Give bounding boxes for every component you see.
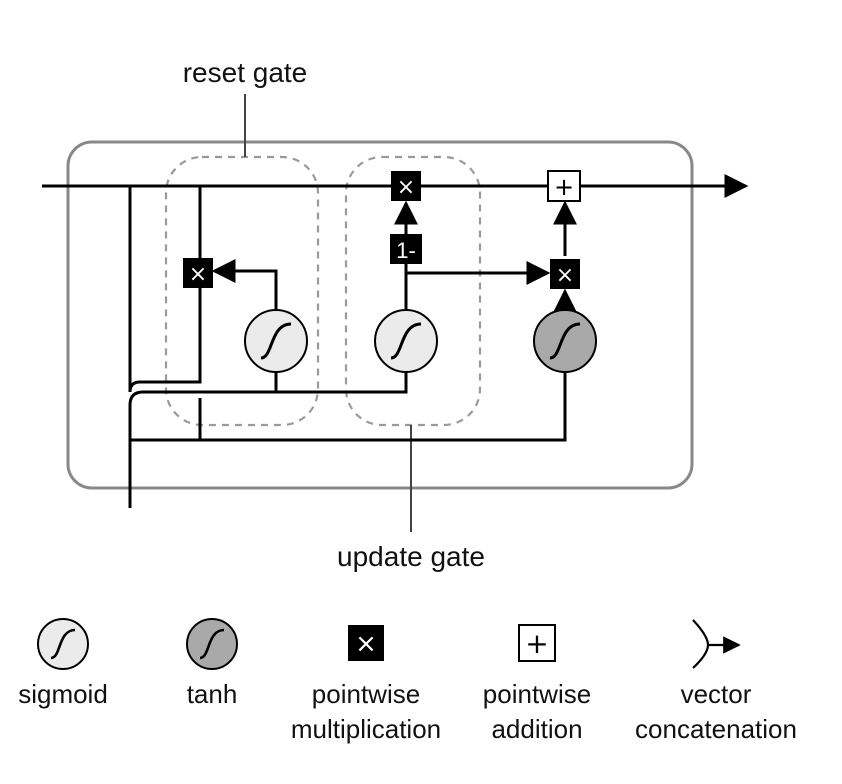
gate-branch-line xyxy=(128,186,202,393)
update-gate-outline xyxy=(344,155,482,427)
reset-to-mult xyxy=(211,259,278,309)
tanh-path xyxy=(130,372,567,442)
add-glyph: + xyxy=(525,627,548,660)
legend-addition: + pointwise addition xyxy=(483,624,591,744)
input-path xyxy=(128,372,408,508)
tanh-multiply-op: × xyxy=(550,259,580,289)
legend-concatenation: vector concatenation xyxy=(635,619,797,744)
multiply-glyph: × xyxy=(397,175,415,200)
update-sigmoid-node xyxy=(374,309,438,373)
tanh-curve-icon xyxy=(199,628,225,660)
tanh-curve-icon xyxy=(549,322,581,360)
reset-multiply-op: × xyxy=(183,258,213,288)
add-glyph: + xyxy=(554,173,574,201)
one-minus-label: 1- xyxy=(396,238,416,263)
legend: sigmoid tanh × pointwise multiplication … xyxy=(18,618,797,744)
update-multiply-op: × xyxy=(391,171,421,201)
legend-concatenation-line2: concatenation xyxy=(635,714,797,744)
gru-cell-box xyxy=(66,140,694,490)
reset-sigmoid-node xyxy=(244,309,308,373)
legend-multiplication-line2: multiplication xyxy=(291,714,441,744)
multiply-glyph: × xyxy=(556,263,574,288)
legend-concatenation-line1: vector xyxy=(681,679,752,709)
one-minus-op: 1- xyxy=(390,234,422,264)
legend-multiplication: × pointwise multiplication xyxy=(291,625,441,744)
add-op: + xyxy=(547,170,581,202)
legend-sigmoid-label: sigmoid xyxy=(18,679,108,709)
sigmoid-curve-icon xyxy=(260,322,292,360)
legend-addition-line2: addition xyxy=(491,714,582,744)
sigmoid-curve-icon xyxy=(50,628,76,660)
legend-tanh-label: tanh xyxy=(187,679,238,709)
legend-tanh: tanh xyxy=(186,618,238,709)
sigmoid-curve-icon xyxy=(390,322,422,360)
concatenation-icon xyxy=(692,619,710,669)
legend-multiplication-line1: pointwise xyxy=(312,679,420,709)
legend-sigmoid: sigmoid xyxy=(18,618,108,709)
reset-gate-label: reset gate xyxy=(183,57,308,88)
update-gate-label: update gate xyxy=(337,541,485,572)
tanh-node xyxy=(533,309,597,373)
multiply-glyph: × xyxy=(355,629,377,659)
legend-addition-line1: pointwise xyxy=(483,679,591,709)
reset-gate-outline xyxy=(164,155,320,427)
multiply-glyph: × xyxy=(189,262,207,287)
